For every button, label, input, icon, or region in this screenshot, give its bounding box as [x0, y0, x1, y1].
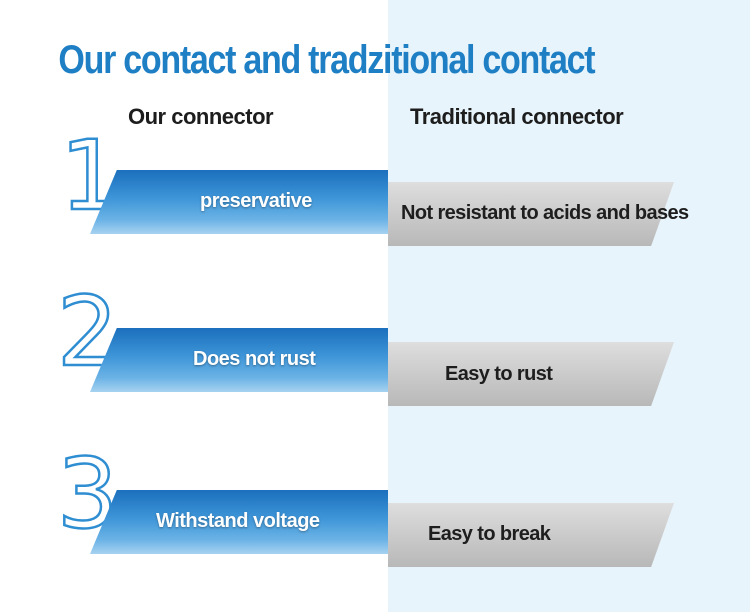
our-feature-label-1: preservative [200, 190, 312, 212]
traditional-feature-band-2 [388, 342, 674, 406]
column-header-our-connector: Our connector [128, 104, 274, 129]
our-feature-band-2 [90, 328, 388, 392]
our-feature-label-3: Withstand voltage [156, 510, 320, 532]
our-feature-band-1 [90, 170, 388, 234]
our-feature-band-3 [90, 490, 388, 554]
traditional-feature-band-1 [388, 182, 674, 246]
traditional-feature-label-3: Easy to break [428, 523, 551, 545]
traditional-feature-label-1: Not resistant to acids and bases [401, 202, 689, 224]
our-feature-label-2: Does not rust [193, 348, 316, 370]
column-header-traditional-connector: Traditional connector [410, 104, 624, 129]
page-title: Our contact and tradzitional contact [58, 38, 595, 82]
traditional-feature-label-2: Easy to rust [445, 363, 553, 385]
traditional-feature-band-3 [388, 503, 674, 567]
